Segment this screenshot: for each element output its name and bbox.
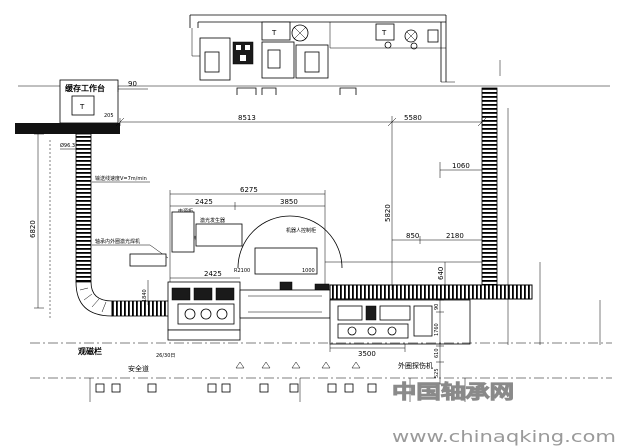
right-horizontal-conveyor — [329, 284, 533, 300]
dim-3850: 3850 — [280, 198, 298, 206]
workstation-box — [261, 21, 291, 41]
watermark-url: www.chinaqking.com — [392, 427, 616, 446]
laser-generator-label: 激光发生器 — [200, 217, 225, 224]
laser-welder-label: 轴承内外圈激光焊机 — [95, 238, 140, 245]
workstation-box — [375, 23, 395, 41]
dim-1060: 1060 — [452, 162, 470, 170]
power-cabinet-label: 电源柜 — [178, 208, 193, 215]
left-vertical-conveyor — [75, 133, 92, 283]
dim-r2100: R2100 — [234, 268, 250, 274]
robot-cabinet-label: 机器人控制柜 — [286, 227, 316, 234]
dim-2425-a: 2425 — [195, 198, 213, 206]
dim-5580: 5580 — [404, 114, 422, 122]
building-grid — [30, 108, 612, 402]
dim-610: 610 — [434, 348, 440, 358]
fence-label: 观磁栏 — [78, 346, 102, 356]
buffer-workbench: 缓存工作台 T — [59, 79, 119, 124]
dimension-lines — [34, 116, 487, 318]
dim-90-vert: 90 — [434, 304, 440, 310]
laser-welding-machine — [167, 281, 331, 341]
lamp-icon — [404, 29, 418, 43]
flaw-detector-label: 外圈探伤机 — [398, 361, 433, 370]
laser-generator — [195, 223, 243, 247]
office-area: T T — [189, 14, 501, 95]
dim-1760: 1760 — [434, 323, 440, 336]
power-cabinet — [171, 211, 195, 253]
chair — [267, 49, 281, 69]
safety-path-label: 安全道 — [128, 364, 149, 373]
watermark-logo-text: 中国轴承网 — [392, 380, 514, 403]
note-box — [129, 253, 167, 267]
dim-8513: 8513 — [238, 114, 256, 122]
top-conveyor — [15, 123, 120, 134]
stool-icon — [410, 42, 418, 50]
dim-3500: 3500 — [358, 350, 376, 358]
workstation-mark: T — [271, 29, 277, 37]
robot-reach-circle — [237, 215, 343, 269]
outer-ring-flaw-detector — [329, 299, 471, 345]
right-vertical-conveyor — [481, 87, 498, 287]
buffer-workbench-label: 缓存工作台 — [65, 83, 105, 93]
dim-2425-b: 2425 — [204, 270, 222, 278]
chair — [204, 51, 220, 73]
dim-1000: 1000 — [302, 268, 315, 274]
dim-205: 205 — [104, 113, 114, 119]
chair — [304, 51, 320, 73]
workstation-mark: T — [79, 103, 85, 111]
dim-850: 850 — [406, 232, 419, 240]
dim-1840: 1840 — [142, 289, 148, 302]
robot-base — [254, 247, 318, 275]
dim-6275: 6275 — [240, 186, 258, 194]
conveyor-speed-label: 输送线速度V=7m/min — [95, 175, 147, 182]
dim-525: 525 — [434, 368, 440, 378]
conveyor-curve — [75, 281, 113, 317]
dim-6820: 6820 — [29, 220, 37, 238]
dim-640: 640 — [437, 267, 445, 280]
dim-90-top: 90 — [128, 80, 137, 88]
lamp-icon — [291, 24, 309, 42]
equipment-markers — [95, 361, 377, 393]
watermark: 中国轴承网 www.chinaqking.com — [392, 380, 616, 446]
date-note: 26/30日 — [156, 353, 175, 359]
dim-2180: 2180 — [446, 232, 464, 240]
dim-dia: Ø96.3 — [60, 142, 75, 149]
bottom-left-conveyor — [111, 300, 171, 317]
dim-5820: 5820 — [384, 204, 392, 222]
workstation-mark: T — [381, 29, 387, 37]
stool-icon — [384, 41, 392, 49]
workstation-box — [71, 95, 95, 116]
